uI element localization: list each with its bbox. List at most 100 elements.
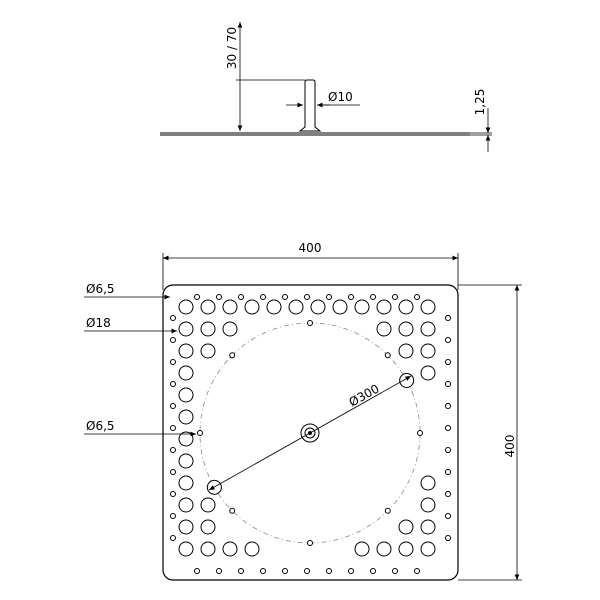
large-hole	[200, 519, 216, 535]
small-hole	[348, 294, 354, 300]
width-dimension-label: 400	[299, 241, 322, 255]
small-hole	[445, 403, 451, 409]
small-hole	[370, 294, 376, 300]
large-hole	[398, 321, 414, 337]
thickness-label: 1,25	[473, 89, 487, 116]
large-hole	[200, 541, 216, 557]
small-hole	[445, 447, 451, 453]
small-hole	[326, 568, 332, 574]
small-hole	[414, 294, 420, 300]
height-dimension-label: 30 / 70	[225, 27, 239, 69]
small-hole	[170, 447, 176, 453]
large-hole	[376, 541, 392, 557]
side-view: 30 / 70 Ø10 1,25	[160, 22, 492, 152]
small-hole	[392, 568, 398, 574]
large-hole	[310, 299, 326, 315]
bolt-circle-hole	[307, 540, 313, 546]
bolt-circle-hole	[229, 352, 236, 359]
small-hole	[445, 425, 451, 431]
small-hole	[170, 491, 176, 497]
small-hole	[194, 568, 200, 574]
large-hole	[200, 343, 216, 359]
small-hole	[304, 568, 310, 574]
large-hole	[420, 299, 436, 315]
small-hole	[170, 315, 176, 321]
small-hole	[260, 568, 266, 574]
small-hole	[414, 568, 420, 574]
large-hole	[200, 299, 216, 315]
small-hole	[260, 294, 266, 300]
small-hole	[445, 469, 451, 475]
large-hole	[178, 431, 194, 447]
small-hole	[170, 403, 176, 409]
large-hole	[178, 299, 194, 315]
large-hole	[266, 299, 282, 315]
bolt-circle-hole	[197, 430, 203, 436]
small-hole	[238, 294, 244, 300]
large-hole	[398, 343, 414, 359]
small-hole	[370, 568, 376, 574]
large-hole	[222, 541, 238, 557]
small-hole	[194, 294, 200, 300]
large-hole	[376, 321, 392, 337]
small-hole	[238, 568, 244, 574]
small-hole	[445, 491, 451, 497]
large-hole	[398, 541, 414, 557]
large-hole	[200, 497, 216, 513]
bolt-circle-hole	[384, 507, 391, 514]
small-hole	[170, 469, 176, 475]
top-view: 400 400 Ø300 Ø6,5 Ø18 Ø6,5	[84, 241, 522, 581]
small-hole	[445, 381, 451, 387]
large-hole	[376, 299, 392, 315]
small-hole	[326, 294, 332, 300]
bolt-circle-hole	[384, 352, 391, 359]
bolt-circle-large-hole	[399, 372, 415, 388]
large-hole	[398, 519, 414, 535]
large-hole	[222, 321, 238, 337]
hole-pattern	[170, 294, 451, 574]
small-hole	[445, 315, 451, 321]
bolt-circle-hole	[417, 430, 423, 436]
large-hole	[420, 365, 436, 381]
large-hole	[420, 321, 436, 337]
small-hole	[304, 294, 310, 300]
large-hole	[288, 299, 304, 315]
small-hole	[348, 568, 354, 574]
small-hole	[170, 381, 176, 387]
small-hole	[445, 359, 451, 365]
large-hole	[178, 365, 194, 381]
bolt-circle-hole	[229, 507, 236, 514]
small-hole	[216, 568, 222, 574]
large-hole	[244, 299, 260, 315]
large-hole	[178, 541, 194, 557]
small-hole-label-2: Ø6,5	[86, 419, 115, 433]
large-hole	[420, 541, 436, 557]
large-hole	[398, 299, 414, 315]
pin-shape	[298, 79, 322, 132]
small-hole	[216, 294, 222, 300]
large-hole	[178, 321, 194, 337]
small-hole	[170, 425, 176, 431]
large-hole	[332, 299, 348, 315]
small-hole	[170, 513, 176, 519]
large-hole	[178, 409, 194, 425]
large-hole	[178, 343, 194, 359]
large-hole	[420, 343, 436, 359]
large-hole	[222, 299, 238, 315]
large-hole	[178, 519, 194, 535]
small-hole	[282, 294, 288, 300]
small-hole	[392, 294, 398, 300]
height-dimension-label-top-view: 400	[503, 435, 517, 458]
large-hole	[178, 453, 194, 469]
large-hole	[354, 541, 370, 557]
large-hole	[244, 541, 260, 557]
small-hole	[445, 535, 451, 541]
small-hole	[170, 359, 176, 365]
large-hole	[420, 475, 436, 491]
large-hole	[420, 497, 436, 513]
small-hole	[445, 513, 451, 519]
large-hole	[178, 497, 194, 513]
circle-diameter-line	[208, 375, 412, 491]
bolt-circle-hole	[307, 320, 313, 326]
